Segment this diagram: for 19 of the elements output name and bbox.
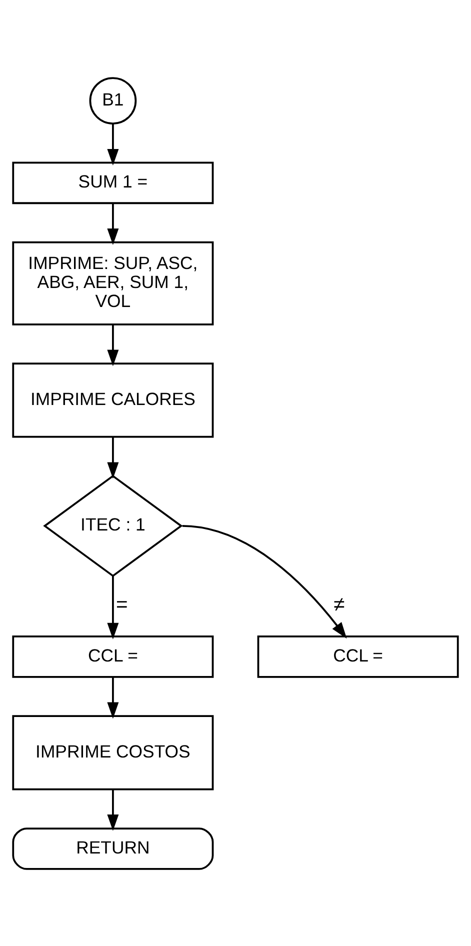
arrow [107,789,119,830]
edge-label: = [116,593,128,616]
node-box: IMPRIME: SUP, ASC, ABG, AER, SUM 1, VOL [12,240,214,325]
arrow [107,324,119,366]
node-box: IMPRIME COSTOS [12,714,214,790]
node-box: CCL = [257,635,459,678]
node-diamond: ITEC : 1 [43,474,183,576]
node-circle: B1 [89,76,137,124]
arrow [182,524,347,638]
edge-label: ≠ [334,593,345,616]
arrow [107,576,119,639]
node-box: IMPRIME CALORES [12,362,214,438]
arrow [107,123,119,165]
arrow [107,436,119,478]
arrow [107,676,119,718]
node-box: CCL = [12,635,214,678]
arrow [107,203,119,244]
node-box: RETURN [12,827,214,870]
node-box: SUM 1 = [12,161,214,204]
